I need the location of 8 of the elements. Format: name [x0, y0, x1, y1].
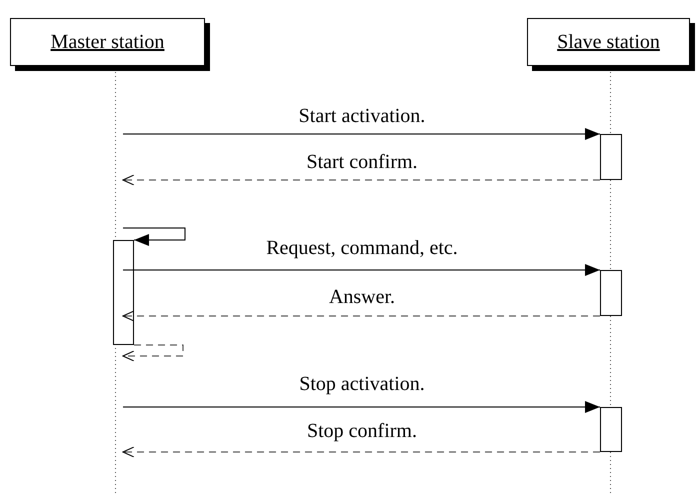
message-arrow	[122, 401, 600, 413]
message-arrow	[122, 128, 600, 140]
message-arrow	[122, 228, 186, 246]
message-arrow	[122, 446, 600, 458]
message-arrow	[122, 344, 184, 362]
message-arrow	[122, 264, 600, 276]
message-arrow	[122, 310, 600, 322]
message-arrow	[122, 174, 600, 186]
